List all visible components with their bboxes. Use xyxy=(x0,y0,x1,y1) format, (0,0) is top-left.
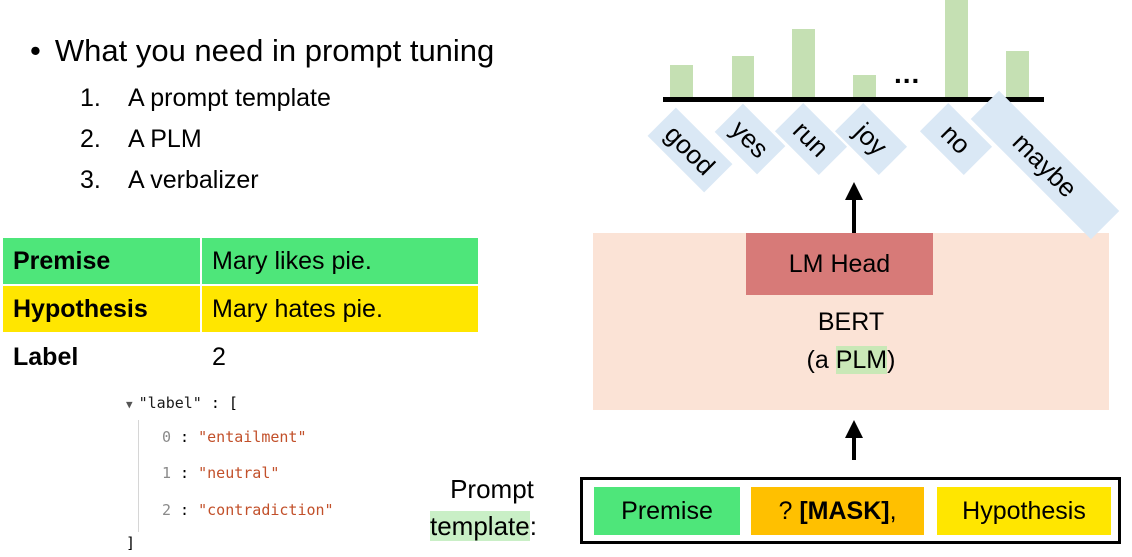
json-key: "label" xyxy=(138,394,202,412)
list-text: A prompt template xyxy=(128,84,331,112)
json-bracket-close: ] xyxy=(126,534,136,552)
hypothesis-label-cell: Hypothesis xyxy=(3,286,200,332)
json-item: 0 : "entailment" xyxy=(162,428,307,446)
vocab-bar-maybe xyxy=(1006,51,1029,97)
json-value: "contradiction" xyxy=(198,501,334,519)
mask-question: ? xyxy=(778,497,800,525)
lm-head-box: LM Head xyxy=(746,233,933,295)
list-number: 2. xyxy=(80,125,101,153)
vocab-bar-run xyxy=(792,29,815,97)
arrow-shaft-upper xyxy=(852,199,856,233)
prompt-label-template: template xyxy=(430,511,530,541)
plm-line: (a PLM) xyxy=(806,346,896,374)
bert-name: BERT xyxy=(817,308,885,336)
json-item: 1 : "neutral" xyxy=(162,464,280,482)
premise-value-cell: Mary likes pie. xyxy=(202,238,478,284)
hypothesis-value-cell: Mary hates pie. xyxy=(202,286,478,332)
list-text: A PLM xyxy=(128,125,202,153)
template-hypothesis-slot: Hypothesis xyxy=(937,487,1111,535)
json-value: "neutral" xyxy=(198,464,280,482)
prompt-label-line2: template: xyxy=(430,511,537,542)
list-text: A verbalizer xyxy=(128,166,259,194)
token-good: good xyxy=(647,107,733,193)
premise-label-cell: Premise xyxy=(3,238,200,284)
list-number: 1. xyxy=(80,84,101,112)
prompt-template-box xyxy=(580,477,1121,544)
json-indent-guide xyxy=(138,420,139,532)
arrow-up-icon xyxy=(845,182,863,200)
json-header: ▼ "label" : [ xyxy=(126,394,238,412)
vocab-ellipsis: ... xyxy=(894,58,921,89)
bert-label: BERT (a PLM) xyxy=(593,303,1109,379)
template-mask-slot: ? [MASK], xyxy=(751,487,924,535)
bullet-heading: • What you need in prompt tuning xyxy=(30,33,494,69)
json-bracket-open: : [ xyxy=(201,394,238,412)
vocab-bar-no xyxy=(945,0,968,97)
label-label-cell: Label xyxy=(13,343,79,371)
bullet-dot: • xyxy=(30,33,41,68)
vocab-bar-joy xyxy=(853,75,876,97)
list-number: 3. xyxy=(80,166,101,194)
json-item: 2 : "contradiction" xyxy=(162,501,334,519)
json-index: 2 xyxy=(162,501,172,519)
label-value-cell: 2 xyxy=(212,343,226,371)
json-index: 1 xyxy=(162,464,172,482)
vocab-bar-good xyxy=(670,65,693,97)
json-index: 0 xyxy=(162,428,172,446)
json-value: "entailment" xyxy=(198,428,307,446)
vocab-bar-yes xyxy=(732,56,754,97)
token-maybe: maybe xyxy=(970,90,1120,240)
template-premise-slot: Premise xyxy=(594,487,740,535)
token-run: run xyxy=(774,102,848,176)
mask-comma: , xyxy=(889,497,897,525)
mask-token: [MASK] xyxy=(799,497,890,525)
prompt-label-colon: : xyxy=(529,511,537,541)
arrow-shaft-lower xyxy=(852,438,856,460)
vocab-baseline xyxy=(663,97,1044,102)
list-item: 1. A prompt template xyxy=(80,84,331,113)
list-item: 3. A verbalizer xyxy=(80,166,259,195)
prompt-label-line1: Prompt xyxy=(450,474,534,504)
list-item: 2. A PLM xyxy=(80,125,202,154)
token-joy: joy xyxy=(834,102,908,176)
bullet-heading-text: What you need in prompt tuning xyxy=(54,33,495,68)
arrow-up-icon xyxy=(845,420,863,438)
collapse-caret-icon[interactable]: ▼ xyxy=(126,398,133,411)
plm-highlight: PLM xyxy=(835,346,888,374)
